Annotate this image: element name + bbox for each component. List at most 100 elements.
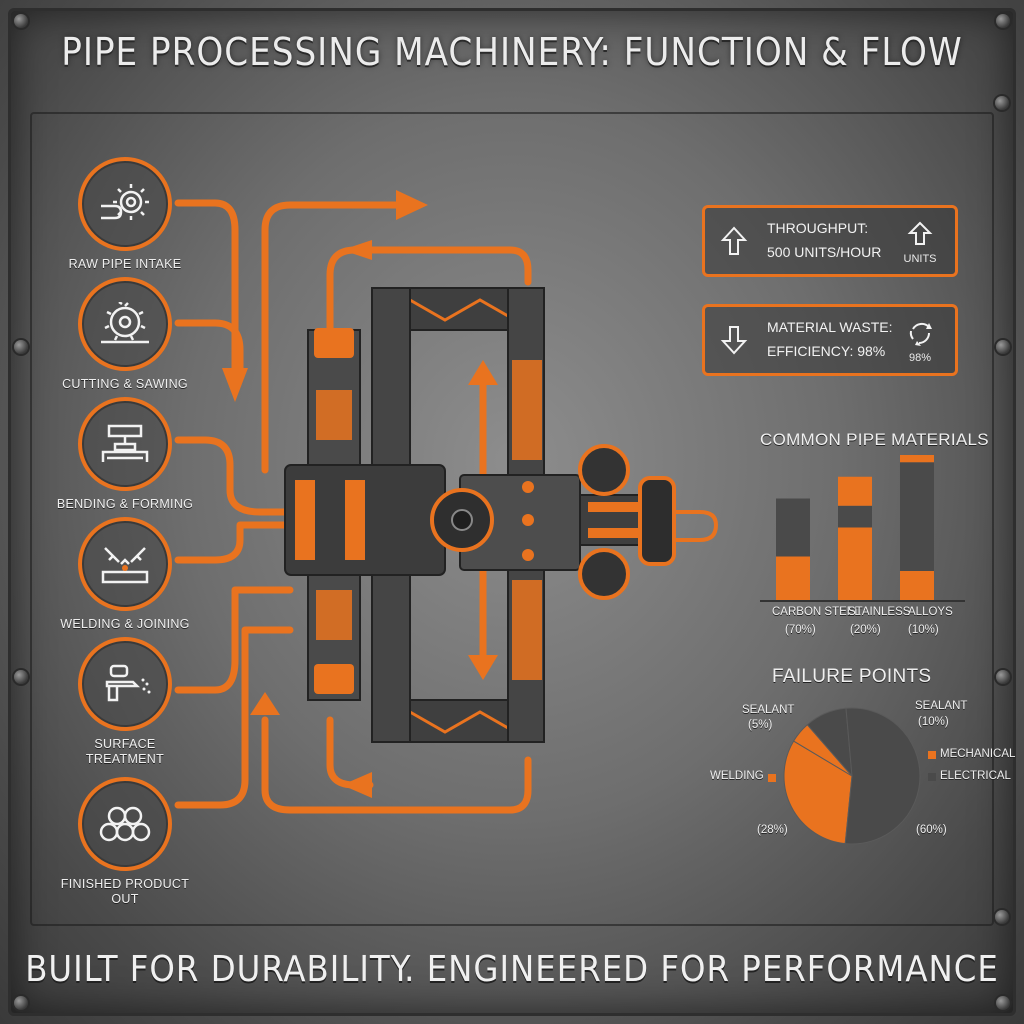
- legend-label: ELECTRICAL: [940, 770, 1011, 782]
- upload-icon: [907, 221, 933, 245]
- pie-label: WELDING: [710, 770, 764, 782]
- step-icon-ring: [78, 777, 172, 871]
- arrowhead-icon: [468, 655, 498, 680]
- step-surface-treatment: SURFACE TREATMENT: [50, 637, 200, 767]
- throughput-panel: THROUGHPUT: 500 UNITS/HOUR UNITS: [702, 205, 958, 277]
- step-finished-product-out: FINISHED PRODUCT OUT: [50, 777, 200, 907]
- footer-tagline: BUILT FOR DURABILITY. ENGINEERED FOR PER…: [25, 949, 999, 990]
- step-icon-ring: [78, 397, 172, 491]
- step-label: SURFACE TREATMENT: [85, 737, 165, 766]
- welding-icon: [101, 547, 149, 584]
- efficiency-value: EFFICIENCY: 98%: [767, 343, 886, 359]
- flow-arrow: [174, 319, 244, 376]
- flow-arrow: [174, 436, 294, 516]
- down-arrow-icon: [720, 326, 748, 355]
- saw-blade-icon: [101, 302, 149, 344]
- pie-label: SEALANT: [915, 700, 968, 712]
- flow-arrow: [174, 586, 294, 694]
- arrowhead-icon: [342, 772, 372, 798]
- materials-chart-title: COMMON PIPE MATERIALS: [760, 430, 989, 449]
- pie-slice: [844, 707, 921, 845]
- press-icon: [101, 424, 149, 462]
- bar-segment: [776, 556, 810, 600]
- step-label: FINISHED PRODUCT OUT: [60, 877, 190, 906]
- bar-segment: [838, 505, 872, 528]
- materials-bar-chart: [760, 455, 965, 602]
- throughput-label: THROUGHPUT:: [767, 220, 869, 236]
- throughput-unit: UNITS: [903, 253, 937, 265]
- bolt-icon: [995, 96, 1009, 110]
- bar-note: (20%): [850, 624, 881, 636]
- throughput-side: UNITS: [897, 220, 943, 265]
- bar-segment: [900, 462, 934, 571]
- pipe-stack-icon: [99, 806, 151, 842]
- bar-label: STAINLESS: [848, 606, 911, 618]
- bar-segment: [776, 498, 810, 557]
- failure-chart-title: FAILURE POINTS: [772, 666, 932, 687]
- machine-schematic: [284, 287, 719, 743]
- pie-swatch: [768, 774, 776, 782]
- arrowhead-icon: [396, 190, 428, 220]
- bar-segment: [900, 455, 934, 463]
- bar-segment: [838, 476, 872, 506]
- flow-arrow: [326, 246, 532, 454]
- flow-arrow: [174, 199, 239, 374]
- material-waste-label: MATERIAL WASTE:: [767, 319, 893, 335]
- spray-gun-icon: [105, 664, 151, 702]
- bolt-icon: [996, 996, 1010, 1010]
- arrowhead-icon: [222, 368, 248, 402]
- flow-arrow: [174, 521, 294, 564]
- bolt-icon: [996, 340, 1010, 354]
- legend-swatch: [928, 773, 936, 781]
- flow-arrow: [261, 716, 532, 814]
- bolt-icon: [996, 14, 1010, 28]
- arrowhead-icon: [468, 360, 498, 385]
- arrowhead-icon: [250, 692, 280, 715]
- flow-arrow: [326, 716, 374, 789]
- bolt-icon: [14, 340, 28, 354]
- flow-arrow: [261, 201, 404, 474]
- failure-pie-chart: [783, 707, 921, 845]
- legend-swatch: [928, 751, 936, 759]
- pie-label: SEALANT: [742, 704, 795, 716]
- page-title: PIPE PROCESSING MACHINERY: FUNCTION & FL…: [61, 30, 963, 74]
- efficiency-side: 98%: [897, 319, 943, 364]
- step-label: WELDING & JOINING: [60, 617, 190, 631]
- bar-label: ALLOYS: [908, 606, 953, 618]
- bar-segment: [838, 527, 872, 600]
- up-arrow-icon: [720, 226, 748, 255]
- throughput-value: 500 UNITS/HOUR: [767, 244, 882, 260]
- bolt-icon: [14, 14, 28, 28]
- recycle-icon: [909, 322, 932, 346]
- bar-segment: [900, 571, 934, 600]
- step-cutting-sawing: CUTTING & SAWING: [50, 277, 200, 392]
- step-icon-ring: [78, 157, 172, 251]
- flow-arrow: [174, 626, 294, 809]
- step-bending-forming: BENDING & FORMING: [50, 397, 200, 512]
- bar-note: (10%): [908, 624, 939, 636]
- step-label: CUTTING & SAWING: [62, 377, 188, 391]
- step-icon-ring: [78, 517, 172, 611]
- bolt-icon: [14, 670, 28, 684]
- pie-note: (28%): [757, 824, 788, 836]
- step-raw-pipe-intake: RAW PIPE INTAKE: [50, 157, 200, 272]
- efficiency-percent: 98%: [908, 352, 932, 364]
- material-waste-panel: MATERIAL WASTE: EFFICIENCY: 98% 98%: [702, 304, 958, 376]
- step-label: RAW PIPE INTAKE: [68, 257, 182, 271]
- step-icon-ring: [78, 277, 172, 371]
- bar-label: CARBON STEEL: [772, 606, 861, 618]
- pie-note: (60%): [916, 824, 947, 836]
- arrowhead-icon: [342, 240, 372, 260]
- bolt-icon: [995, 910, 1009, 924]
- step-icon-ring: [78, 637, 172, 731]
- pie-note: (10%): [918, 716, 949, 728]
- gear-hand-icon: [101, 184, 149, 220]
- pie-note: (5%): [748, 719, 773, 731]
- legend-label: MECHANICAL: [940, 748, 1016, 760]
- pie-slice: [783, 740, 853, 845]
- step-label: BENDING & FORMING: [56, 497, 194, 511]
- bolt-icon: [996, 670, 1010, 684]
- step-welding-joining: WELDING & JOINING: [50, 517, 200, 632]
- bar-note: (70%): [785, 624, 816, 636]
